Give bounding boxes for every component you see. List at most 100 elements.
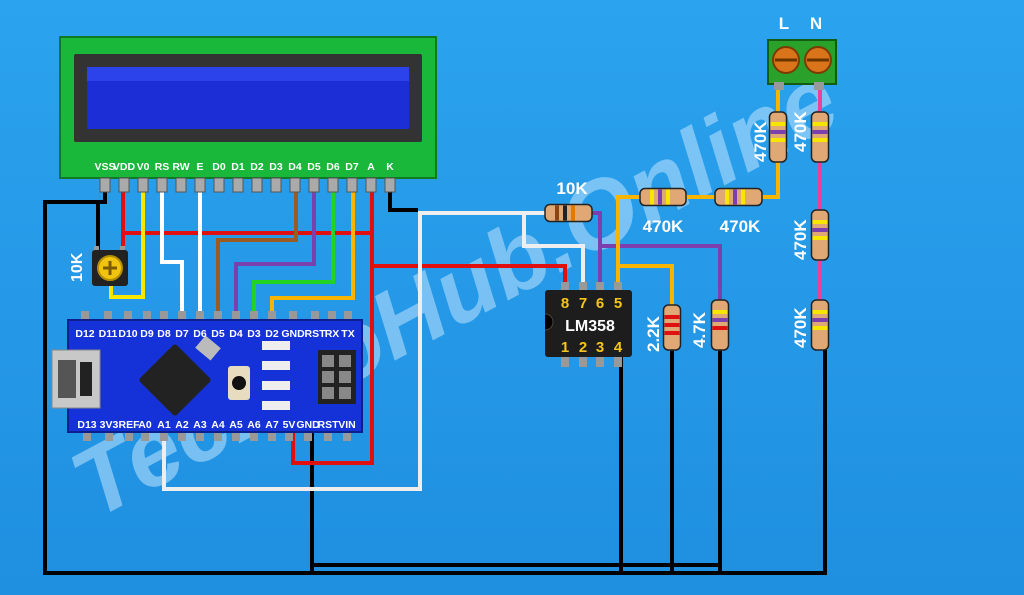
nano-top-pin-label: D7 xyxy=(175,328,189,340)
resistors xyxy=(544,111,830,351)
lcd-pin xyxy=(156,177,168,193)
resistor-4k7 xyxy=(710,299,730,351)
resistor-470k-series-2 xyxy=(714,187,763,207)
nano-pin-bottom xyxy=(285,431,293,441)
resistor-470k-n1 xyxy=(810,111,830,163)
nano-bottom-pin-label: A3 xyxy=(193,419,207,431)
lcd-pin-label: D4 xyxy=(288,161,302,173)
pot-label: 10K xyxy=(69,252,86,282)
nano-pin-bottom xyxy=(196,431,204,441)
nano-top-pin-label: D10 xyxy=(118,328,137,340)
terminal-label-n: N xyxy=(810,14,822,33)
nano-bottom-pin-label: D13 xyxy=(77,419,96,431)
nano-bottom-pin-label: RST xyxy=(318,419,340,431)
label-r-n1: 470K xyxy=(791,111,810,152)
wire-a1 xyxy=(162,211,545,491)
nano-pin-top xyxy=(143,311,151,321)
chip-pin xyxy=(596,282,604,292)
nano-top-pin-label: GND xyxy=(281,328,305,340)
nano-pin-bottom xyxy=(343,431,351,441)
chip-pin-number: 1 xyxy=(561,339,569,356)
wire-ground-k xyxy=(388,192,418,212)
resistor-10k xyxy=(544,203,593,223)
nano-top-pin-label: D2 xyxy=(265,328,279,340)
nano-top-pin-label: D6 xyxy=(193,328,207,340)
wire-d7 xyxy=(270,192,355,318)
resistor-labels: 10K 470K 470K 2.2K 4.7K 470K 470K 470K 4… xyxy=(556,111,810,352)
resistor-470k-n3 xyxy=(810,299,830,351)
chip-pin xyxy=(561,282,569,292)
resistor-470k-l xyxy=(768,111,788,163)
wire-pin5 xyxy=(616,195,640,290)
lcd-pin-label: VSS xyxy=(94,161,115,173)
nano-pin-top xyxy=(104,311,112,321)
nano-top-pin-label: D11 xyxy=(99,328,118,340)
lcd-pin-label: D0 xyxy=(212,161,226,173)
nano-top-pin-label: TX xyxy=(341,328,354,340)
label-r-series-1: 470K xyxy=(643,217,684,236)
wire-pin7 xyxy=(522,213,585,290)
nano-pin-top xyxy=(268,311,276,321)
resistor-2k2 xyxy=(662,304,682,351)
nano-pin-bottom xyxy=(160,431,168,441)
nano-pin-bottom xyxy=(250,431,258,441)
lcd-pin-label: E xyxy=(196,161,203,173)
nano-bottom-pin-label: GND xyxy=(296,419,320,431)
lcd-pin xyxy=(194,177,206,193)
label-r-2k2: 2.2K xyxy=(644,315,663,352)
nano-pin-top xyxy=(232,311,240,321)
wires xyxy=(43,90,827,575)
nano-pin-bottom xyxy=(232,431,240,441)
nano-top-pin-label: D5 xyxy=(211,328,225,340)
nano-top-pin-label: D4 xyxy=(229,328,243,340)
terminal-label-l: L xyxy=(779,14,789,33)
lcd-pin xyxy=(232,177,244,193)
lcd-pin xyxy=(213,177,225,193)
chip-pin xyxy=(614,355,622,367)
label-r-l: 470K xyxy=(751,121,770,162)
nano-bottom-pin-label: 5V xyxy=(283,419,296,431)
lcd-pin xyxy=(346,177,358,193)
nano-top-pin-label: D3 xyxy=(247,328,261,340)
nano-pin-bottom xyxy=(214,431,222,441)
nano-pin-top xyxy=(328,311,336,321)
nano-pin-top xyxy=(311,311,319,321)
wire-d5 xyxy=(234,192,316,318)
chip-pin xyxy=(561,355,569,367)
chip-pin-number: 4 xyxy=(614,339,623,356)
label-r-4k7: 4.7K xyxy=(690,311,709,348)
wire-pin6 xyxy=(592,211,602,290)
label-r-n2: 470K xyxy=(791,219,810,260)
nano-pin-bottom xyxy=(125,431,133,441)
lcd-pin xyxy=(308,177,320,193)
chip-pin-number: 8 xyxy=(561,295,569,312)
nano-pin-top xyxy=(124,311,132,321)
lcd-pin-label: D3 xyxy=(269,161,283,173)
nano-bottom-pin-label: A2 xyxy=(175,419,189,431)
wire-pin5-2k2 xyxy=(618,264,674,305)
microcontroller-chip xyxy=(139,344,211,416)
lcd-pin xyxy=(118,177,130,193)
nano-pin-top xyxy=(178,311,186,321)
chip-pin-number: 3 xyxy=(596,339,604,356)
nano-pin-bottom xyxy=(83,431,91,441)
label-r-series-2: 470K xyxy=(720,217,761,236)
nano-pin-top xyxy=(160,311,168,321)
nano-pin-top xyxy=(196,311,204,321)
nano-pin-bottom xyxy=(178,431,186,441)
chip-pin xyxy=(579,355,587,367)
lcd-pin-label: D2 xyxy=(250,161,264,173)
terminal-block: L N xyxy=(767,14,837,90)
wire-5v xyxy=(291,192,374,465)
chip-name: LM358 xyxy=(565,318,615,335)
nano-pin-bottom xyxy=(141,431,149,441)
nano-bottom-pin-label: A1 xyxy=(157,419,171,431)
potentiometer: 10K xyxy=(69,246,128,286)
lcd-pin xyxy=(137,177,149,193)
wire-v0 xyxy=(109,192,145,299)
lcd-pin xyxy=(99,177,111,193)
label-r-n3: 470K xyxy=(791,307,810,348)
